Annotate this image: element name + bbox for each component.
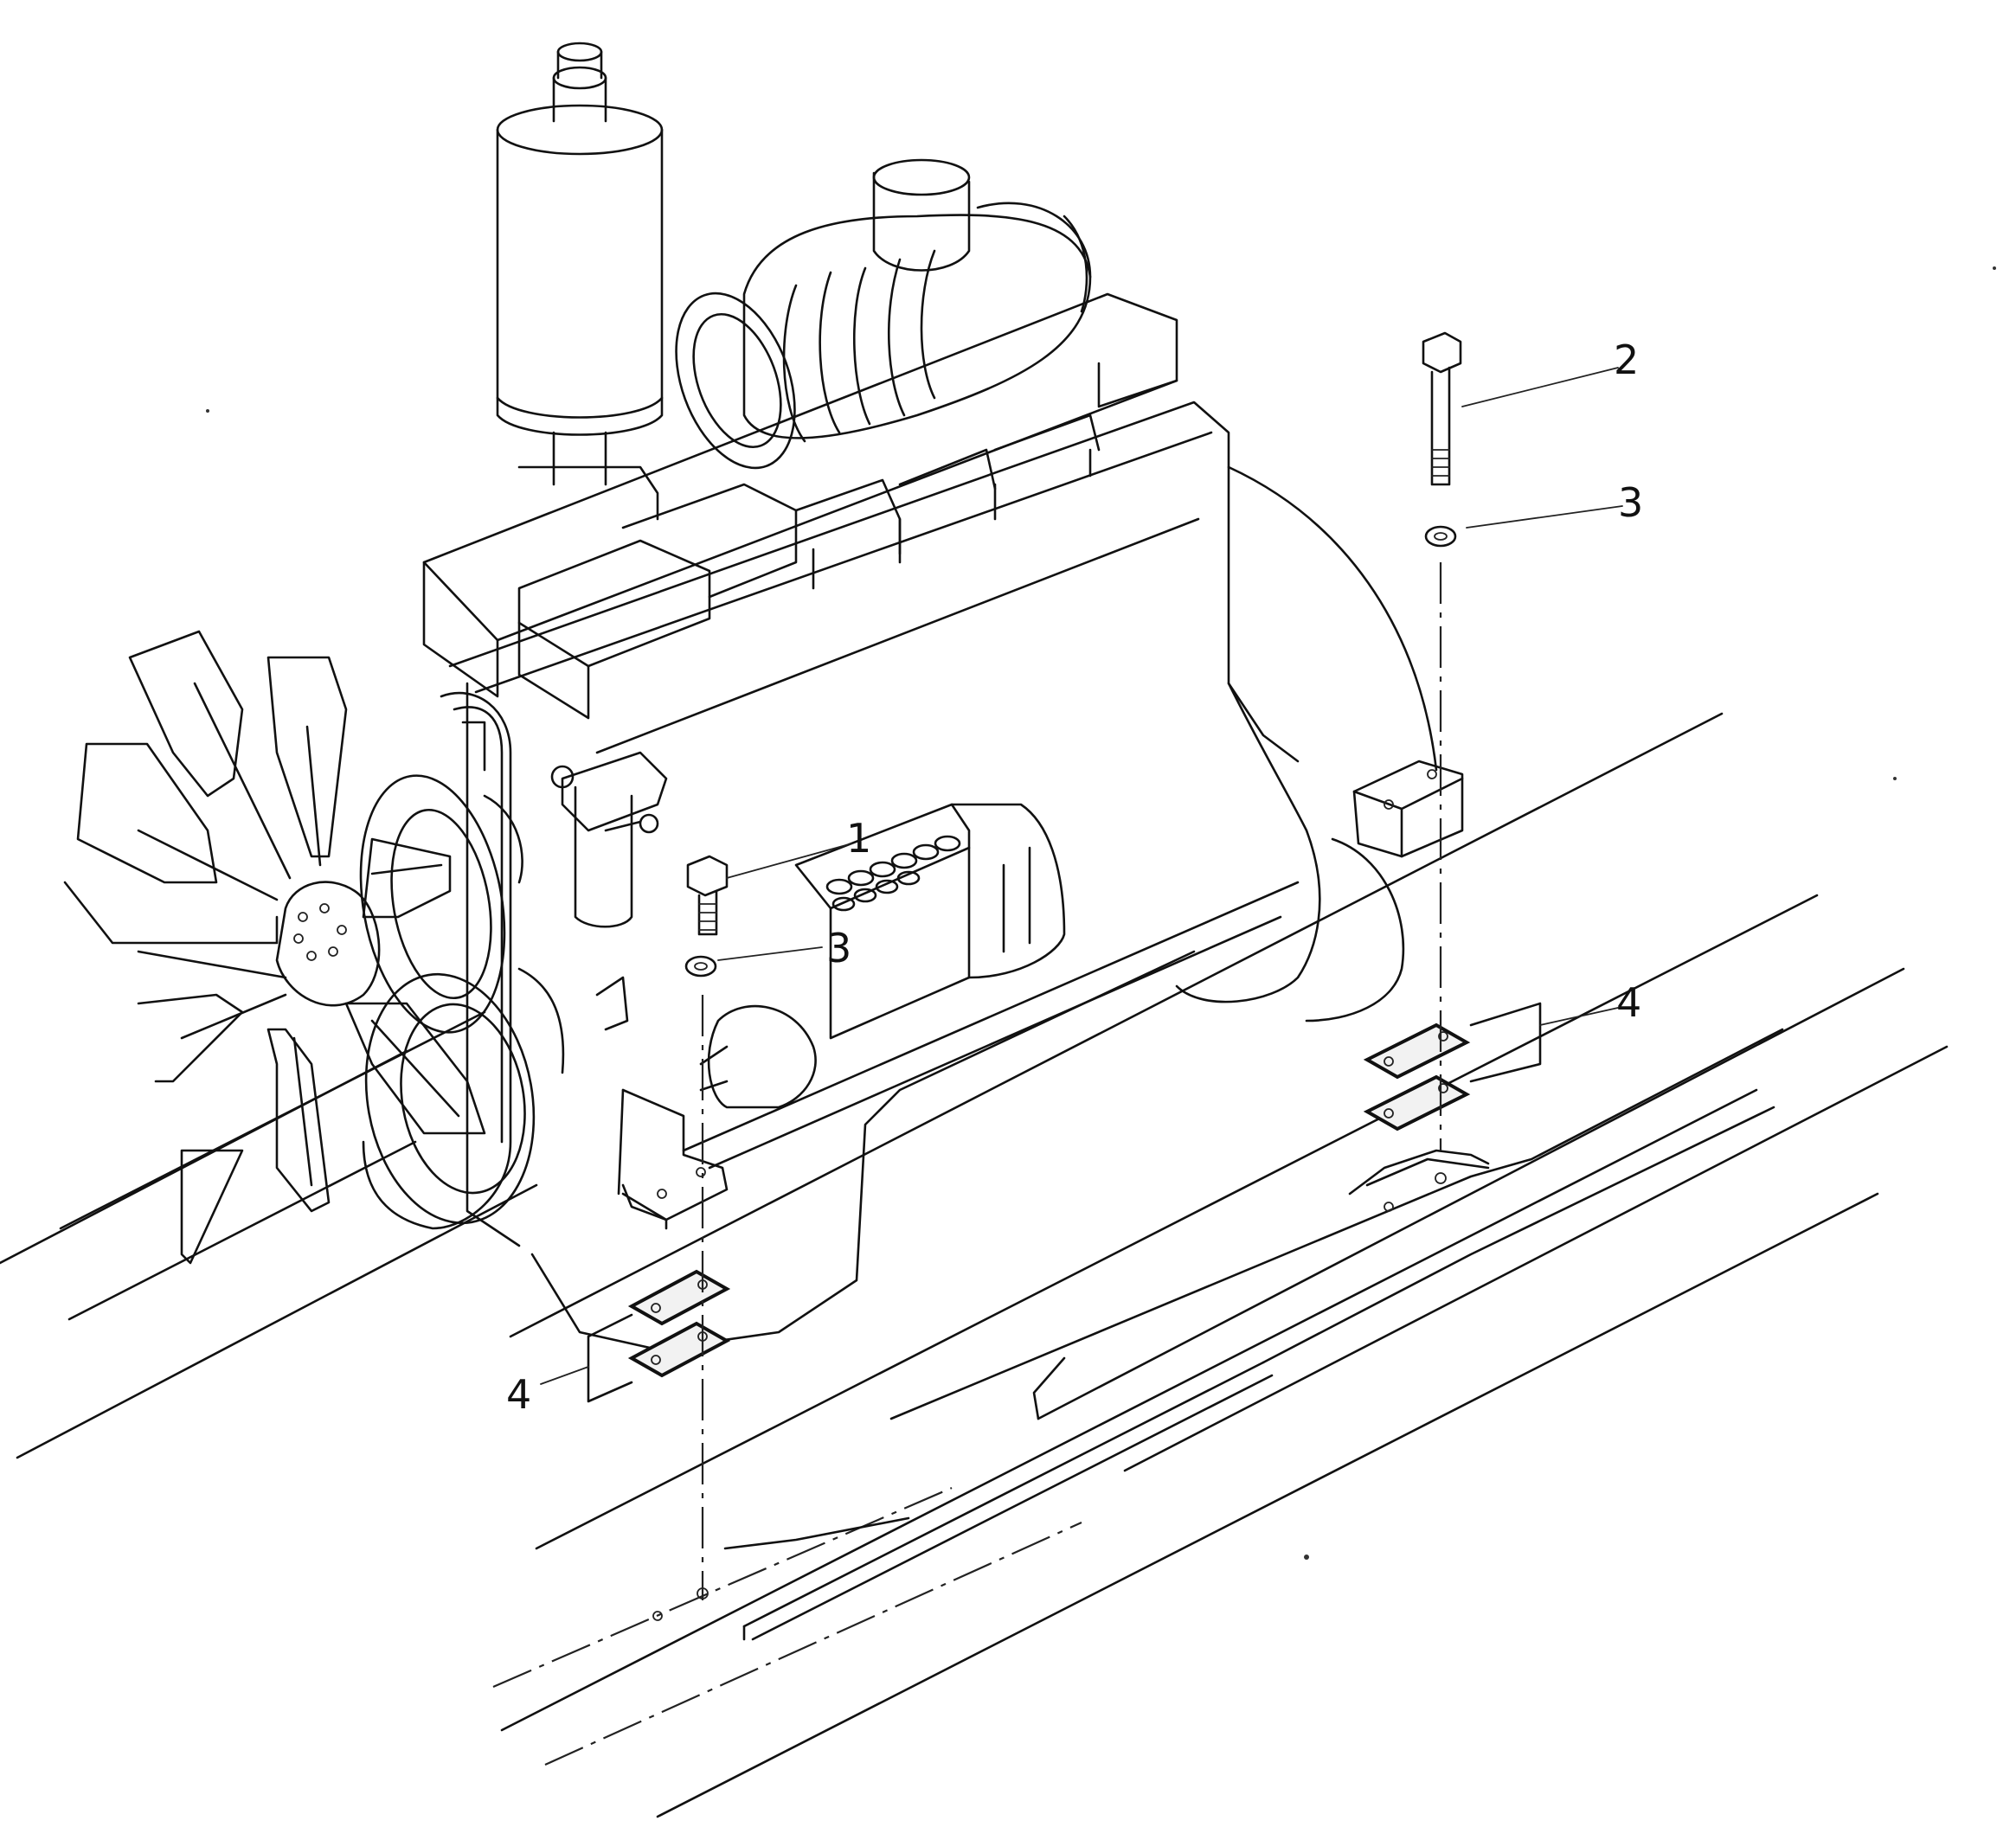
part-4-shims-rear	[1363, 1002, 1542, 1131]
callout-1: 1	[846, 815, 871, 862]
leader-lines	[540, 367, 1623, 1385]
callout-4-front: 4	[506, 1371, 531, 1418]
engine-block	[422, 42, 1464, 1351]
part-3-washer-front	[684, 955, 717, 978]
assembly-centerlines	[652, 562, 1490, 1621]
callout-3-front: 3	[826, 925, 851, 971]
part-3-washer-rear	[1424, 525, 1457, 548]
callout-2: 2	[1614, 337, 1639, 383]
cooling-fan	[63, 630, 486, 1213]
injector-fittings	[825, 835, 961, 912]
part-1-bolt-front	[686, 855, 729, 936]
scan-specks	[206, 266, 1996, 1560]
callout-3-rear: 3	[1618, 479, 1643, 526]
callouts: 1 2 3 3 4 4	[506, 337, 1643, 1418]
part-2-bolt-rear	[1422, 331, 1462, 486]
chassis-frame	[0, 712, 1949, 1818]
part-4-shims-front	[587, 1269, 731, 1403]
belt-and-pulleys	[359, 691, 565, 1230]
callout-4-rear: 4	[1616, 979, 1641, 1026]
